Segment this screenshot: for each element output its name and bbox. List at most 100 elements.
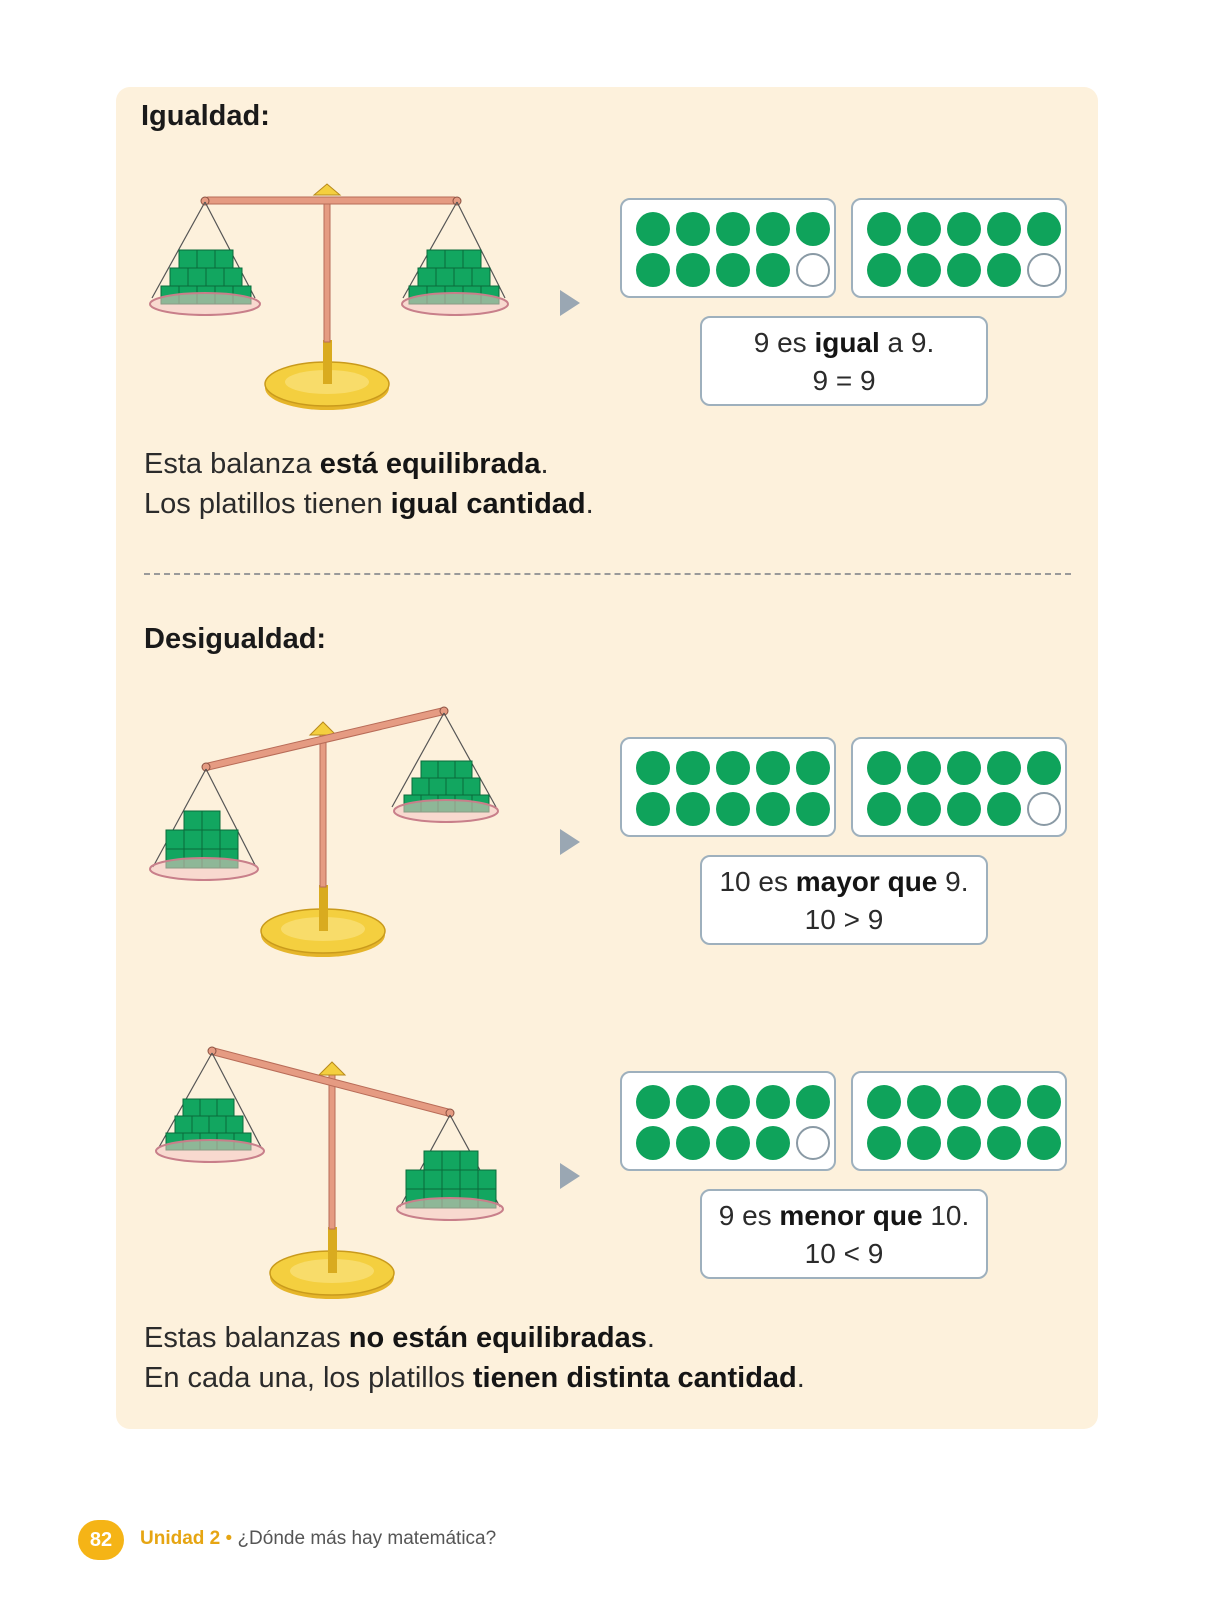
statement-text: Los platillos tienen bbox=[144, 488, 391, 520]
filled-counter bbox=[636, 212, 670, 246]
statement-text: . bbox=[646, 1322, 655, 1354]
ten-frame bbox=[620, 1071, 836, 1171]
filled-counter bbox=[987, 212, 1021, 246]
box-text: a 9. bbox=[879, 327, 935, 358]
unit-label: Unidad 2 bbox=[140, 1528, 221, 1549]
filled-counter bbox=[636, 1085, 670, 1119]
ten-frame bbox=[851, 198, 1067, 298]
statement-text: . bbox=[585, 488, 594, 520]
equation: 10 < 9 bbox=[804, 1238, 884, 1269]
unit-title: Unidad 2 • ¿Dónde más hay matemática? bbox=[140, 1528, 496, 1550]
filled-counter bbox=[987, 253, 1021, 287]
filled-counter bbox=[796, 751, 830, 785]
desigualdad-statement: Estas balanzas no están equilibradas. En… bbox=[144, 1318, 805, 1398]
filled-counter bbox=[716, 751, 750, 785]
filled-counter bbox=[756, 792, 790, 826]
statement-keyword: no están equilibradas bbox=[348, 1322, 647, 1354]
filled-counter bbox=[987, 792, 1021, 826]
filled-counter bbox=[987, 1085, 1021, 1119]
filled-counter bbox=[756, 1085, 790, 1119]
filled-counter bbox=[796, 1085, 830, 1119]
filled-counter bbox=[716, 253, 750, 287]
box-text: 9 es bbox=[718, 1200, 780, 1231]
empty-counter bbox=[796, 253, 830, 287]
box-keyword: igual bbox=[814, 327, 880, 358]
balance-scale-left-heavy-illustration bbox=[149, 706, 499, 957]
filled-counter bbox=[907, 212, 941, 246]
filled-counter bbox=[987, 1126, 1021, 1160]
statement-keyword: tienen distinta cantidad bbox=[472, 1362, 797, 1394]
filled-counter bbox=[796, 792, 830, 826]
filled-counter bbox=[756, 212, 790, 246]
statement-text: Estas balanzas bbox=[144, 1322, 349, 1354]
igualdad-heading: Igualdad: bbox=[141, 100, 270, 132]
statement-keyword: igual cantidad bbox=[390, 488, 586, 520]
statement-text: En cada una, los platillos bbox=[144, 1362, 473, 1394]
filled-counter bbox=[756, 751, 790, 785]
empty-counter bbox=[1027, 792, 1061, 826]
ten-frame bbox=[620, 198, 836, 298]
empty-counter bbox=[796, 1126, 830, 1160]
filled-counter bbox=[867, 751, 901, 785]
statement-text: Esta balanza bbox=[144, 448, 320, 480]
filled-counter bbox=[947, 792, 981, 826]
filled-counter bbox=[867, 792, 901, 826]
arrow-right-icon bbox=[560, 829, 580, 855]
bullet-separator: • bbox=[220, 1528, 238, 1549]
filled-counter bbox=[907, 1085, 941, 1119]
page-number: 82 bbox=[78, 1520, 124, 1560]
ten-frame bbox=[620, 737, 836, 837]
filled-counter bbox=[716, 212, 750, 246]
filled-counter bbox=[907, 1126, 941, 1160]
equality-textbox: 9 es igual a 9. 9 = 9 bbox=[700, 316, 988, 406]
filled-counter bbox=[796, 212, 830, 246]
filled-counter bbox=[947, 1126, 981, 1160]
filled-counter bbox=[1027, 751, 1061, 785]
filled-counter bbox=[1027, 212, 1061, 246]
filled-counter bbox=[676, 253, 710, 287]
statement-text: . bbox=[796, 1362, 805, 1394]
box-text: 9 es bbox=[753, 327, 815, 358]
filled-counter bbox=[716, 1085, 750, 1119]
filled-counter bbox=[907, 751, 941, 785]
filled-counter bbox=[867, 1126, 901, 1160]
filled-counter bbox=[636, 253, 670, 287]
filled-counter bbox=[636, 792, 670, 826]
igualdad-statement: Esta balanza está equilibrada. Los plati… bbox=[144, 444, 594, 524]
box-keyword: menor que bbox=[779, 1200, 923, 1231]
filled-counter bbox=[636, 1126, 670, 1160]
filled-counter bbox=[676, 751, 710, 785]
balance-scale-balanced-illustration bbox=[149, 183, 509, 410]
balance-scale-right-heavy-illustration bbox=[155, 1046, 504, 1299]
filled-counter bbox=[907, 253, 941, 287]
filled-counter bbox=[947, 751, 981, 785]
filled-counter bbox=[1027, 1085, 1061, 1119]
box-text: 10. bbox=[922, 1200, 970, 1231]
arrow-right-icon bbox=[560, 290, 580, 316]
filled-counter bbox=[756, 1126, 790, 1160]
filled-counter bbox=[716, 792, 750, 826]
filled-counter bbox=[1027, 1126, 1061, 1160]
dashed-divider bbox=[144, 573, 1071, 575]
ten-frame bbox=[851, 1071, 1067, 1171]
filled-counter bbox=[676, 212, 710, 246]
filled-counter bbox=[867, 212, 901, 246]
equation: 9 = 9 bbox=[812, 365, 876, 396]
ten-frame bbox=[851, 737, 1067, 837]
statement-keyword: está equilibrada bbox=[319, 448, 541, 480]
greater-than-textbox: 10 es mayor que 9. 10 > 9 bbox=[700, 855, 988, 945]
arrow-right-icon bbox=[560, 1163, 580, 1189]
filled-counter bbox=[947, 253, 981, 287]
filled-counter bbox=[676, 1085, 710, 1119]
filled-counter bbox=[716, 1126, 750, 1160]
filled-counter bbox=[636, 751, 670, 785]
empty-counter bbox=[1027, 253, 1061, 287]
filled-counter bbox=[867, 253, 901, 287]
filled-counter bbox=[947, 212, 981, 246]
unit-subtitle: ¿Dónde más hay matemática? bbox=[237, 1528, 497, 1549]
filled-counter bbox=[867, 1085, 901, 1119]
filled-counter bbox=[947, 1085, 981, 1119]
filled-counter bbox=[756, 253, 790, 287]
equation: 10 > 9 bbox=[804, 904, 884, 935]
less-than-textbox: 9 es menor que 10. 10 < 9 bbox=[700, 1189, 988, 1279]
